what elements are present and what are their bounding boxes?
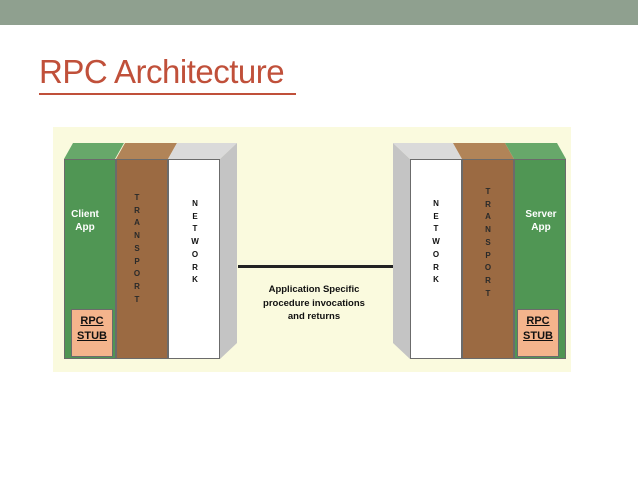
client-app-top-face: [64, 143, 124, 159]
server-network-label: NETWORK: [432, 199, 440, 285]
network-connector-line: [238, 265, 393, 268]
server-transport-layer: [462, 159, 514, 359]
client-network-top-face: [168, 143, 237, 159]
client-transport-top-face: [116, 143, 177, 159]
connector-caption: Application Specific procedure invocatio…: [263, 284, 365, 322]
client-network-label: NETWORK: [191, 199, 199, 285]
slide-top-bar: [0, 0, 638, 25]
server-network-layer: [410, 159, 462, 359]
client-transport-label: TRANSPORT: [133, 193, 141, 304]
server-network-side-face: [393, 143, 410, 359]
slide-title: RPC Architecture: [39, 53, 285, 90]
server-transport-top-face: [453, 143, 514, 159]
server-app-label: Server App: [525, 209, 557, 233]
client-app-label: Client App: [71, 209, 99, 233]
server-rpc-stub: RPC STUB: [517, 309, 559, 357]
client-transport-layer: [116, 159, 168, 359]
server-app-top-face: [505, 143, 566, 159]
server-transport-label: TRANSPORT: [484, 187, 492, 298]
client-rpc-stub: RPC STUB: [71, 309, 113, 357]
title-underline: [39, 93, 296, 95]
server-network-top-face: [393, 143, 462, 159]
client-network-layer: [168, 159, 220, 359]
client-network-side-face: [220, 143, 237, 359]
